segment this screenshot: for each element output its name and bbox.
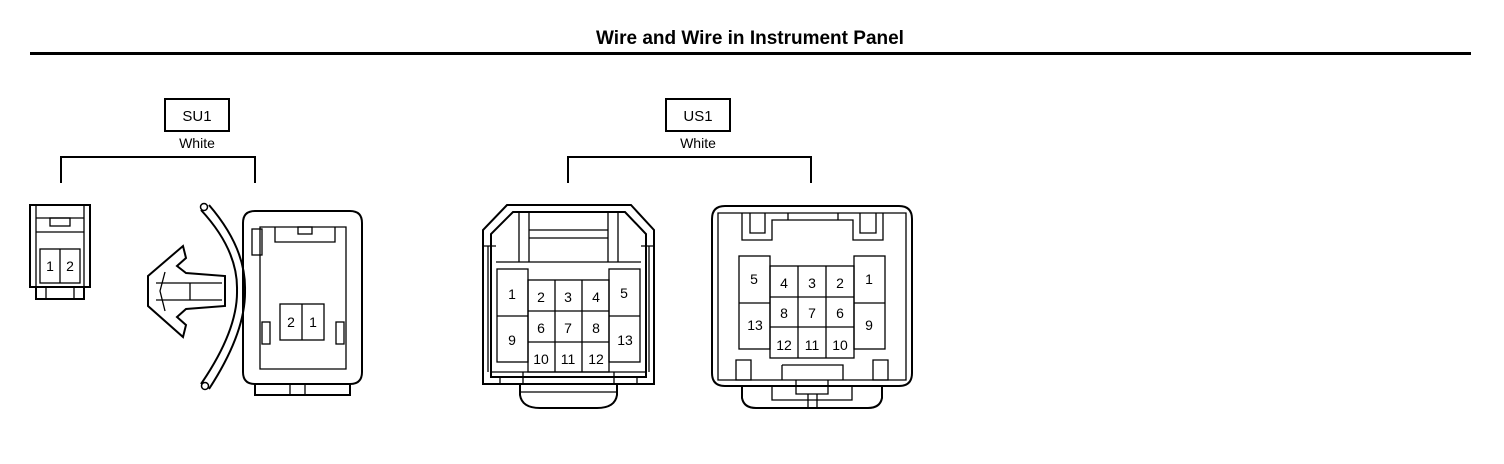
us1-male-pin-13: 13 xyxy=(617,332,633,348)
us1-connector-group: US1 White 1 2 3 4 5 6 7 xyxy=(482,98,913,409)
title-rule xyxy=(30,52,1471,55)
us1-female-pin-8: 8 xyxy=(780,305,788,321)
su1-male-pin-1: 1 xyxy=(46,258,54,274)
us1-female-pin-3: 3 xyxy=(808,275,816,291)
su1-id-label: SU1 xyxy=(182,108,211,125)
us1-color-label: White xyxy=(680,135,716,151)
us1-male-pin-11: 11 xyxy=(561,351,576,367)
us1-male-pin-3: 3 xyxy=(564,289,572,305)
us1-male-pin-8: 8 xyxy=(592,320,600,336)
us1-female-pin-11: 11 xyxy=(805,337,820,353)
us1-male-pin-2: 2 xyxy=(537,289,545,305)
su1-male-plug xyxy=(29,204,91,300)
us1-bracket xyxy=(567,156,812,183)
us1-male-pin-9: 9 xyxy=(508,332,516,348)
us1-female-housing xyxy=(711,205,913,409)
us1-female-pin-1: 1 xyxy=(865,271,873,287)
su1-clip xyxy=(147,202,247,391)
su1-bracket xyxy=(60,156,256,183)
us1-female-pin-10: 10 xyxy=(832,337,848,353)
us1-female-pin-7: 7 xyxy=(808,305,816,321)
us1-id-box xyxy=(665,98,731,132)
su1-female-pin-1: 1 xyxy=(309,314,317,330)
su1-connector-group: SU1 White 1 2 xyxy=(29,98,363,396)
us1-id-label: US1 xyxy=(683,108,712,125)
us1-male-pin-5: 5 xyxy=(620,285,628,301)
us1-female-pin-2: 2 xyxy=(836,275,844,291)
su1-id-box xyxy=(164,98,230,132)
us1-female-pin-12: 12 xyxy=(776,337,792,353)
us1-female-pin-9: 9 xyxy=(865,317,873,333)
us1-female-pin-6: 6 xyxy=(836,305,844,321)
su1-female-housing xyxy=(242,210,363,396)
us1-male-pin-1: 1 xyxy=(508,286,516,302)
us1-male-pin-10: 10 xyxy=(533,351,549,367)
us1-male-pin-6: 6 xyxy=(537,320,545,336)
us1-male-housing xyxy=(482,204,655,409)
su1-color-label: White xyxy=(179,135,215,151)
us1-male-pin-4: 4 xyxy=(592,289,600,305)
us1-female-pin-5: 5 xyxy=(750,271,758,287)
su1-female-pin-2: 2 xyxy=(287,314,295,330)
su1-male-pin-2: 2 xyxy=(66,258,74,274)
us1-male-pin-7: 7 xyxy=(564,320,572,336)
us1-female-pin-4: 4 xyxy=(780,275,788,291)
us1-female-pin-13: 13 xyxy=(747,317,763,333)
us1-male-pin-12: 12 xyxy=(588,351,604,367)
diagram-title: Wire and Wire in Instrument Panel xyxy=(596,28,904,49)
